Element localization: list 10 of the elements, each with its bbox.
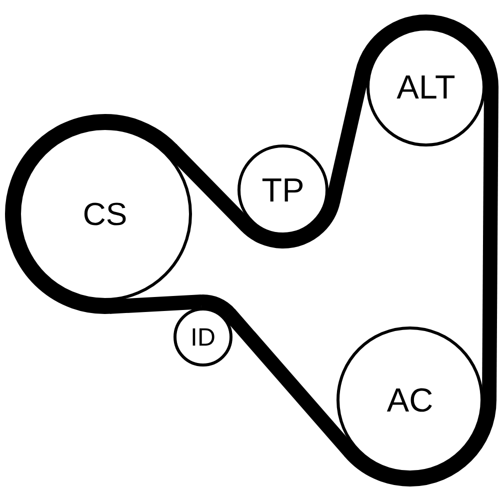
belt [224, 309, 356, 457]
pulley: TP [238, 144, 328, 236]
belt [482, 87, 498, 401]
pulley: CS [18, 127, 192, 301]
belt [110, 294, 202, 314]
pulley: ALT [366, 28, 486, 146]
belt [326, 70, 370, 203]
pulley: ID [174, 308, 232, 366]
pulley: AC [336, 326, 484, 474]
belt [166, 144, 252, 231]
